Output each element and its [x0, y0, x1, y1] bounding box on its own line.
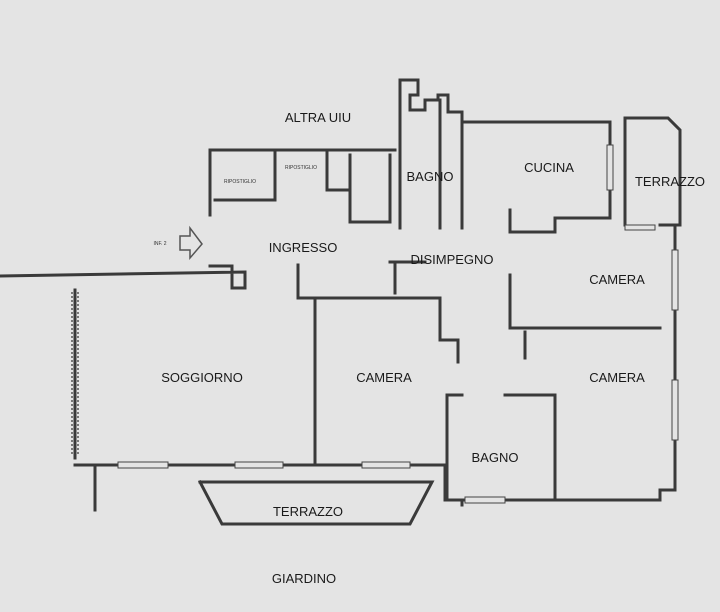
label-cucina: CUCINA	[524, 160, 574, 175]
label-giardino: GIARDINO	[272, 571, 336, 586]
windows	[117, 144, 679, 504]
label-terrazzo-top: TERRAZZO	[635, 174, 705, 189]
label-disimpegno: DISIMPEGNO	[410, 252, 493, 267]
label-camera-middle: CAMERA	[356, 370, 412, 385]
label-terrazzo-bottom: TERRAZZO	[273, 504, 343, 519]
label-soggiorno: SOGGIORNO	[161, 370, 243, 385]
label-camera-right-top: CAMERA	[589, 272, 645, 287]
label-ingresso: INGRESSO	[269, 240, 338, 255]
room-labels: ALTRA UIU BAGNO CUCINA TERRAZZO INGRESSO…	[153, 110, 705, 586]
label-bagno-bottom: BAGNO	[472, 450, 519, 465]
label-small-room-1: RIPOSTIGLIO	[224, 179, 256, 185]
walls	[0, 78, 682, 526]
label-altra-uiu: ALTRA UIU	[285, 110, 351, 125]
label-camera-right-bottom: CAMERA	[589, 370, 645, 385]
label-entrance-marker: INF. 2	[153, 241, 166, 247]
label-small-room-2: RIPOSTIGLIO	[285, 165, 317, 171]
label-bagno-top: BAGNO	[407, 169, 454, 184]
